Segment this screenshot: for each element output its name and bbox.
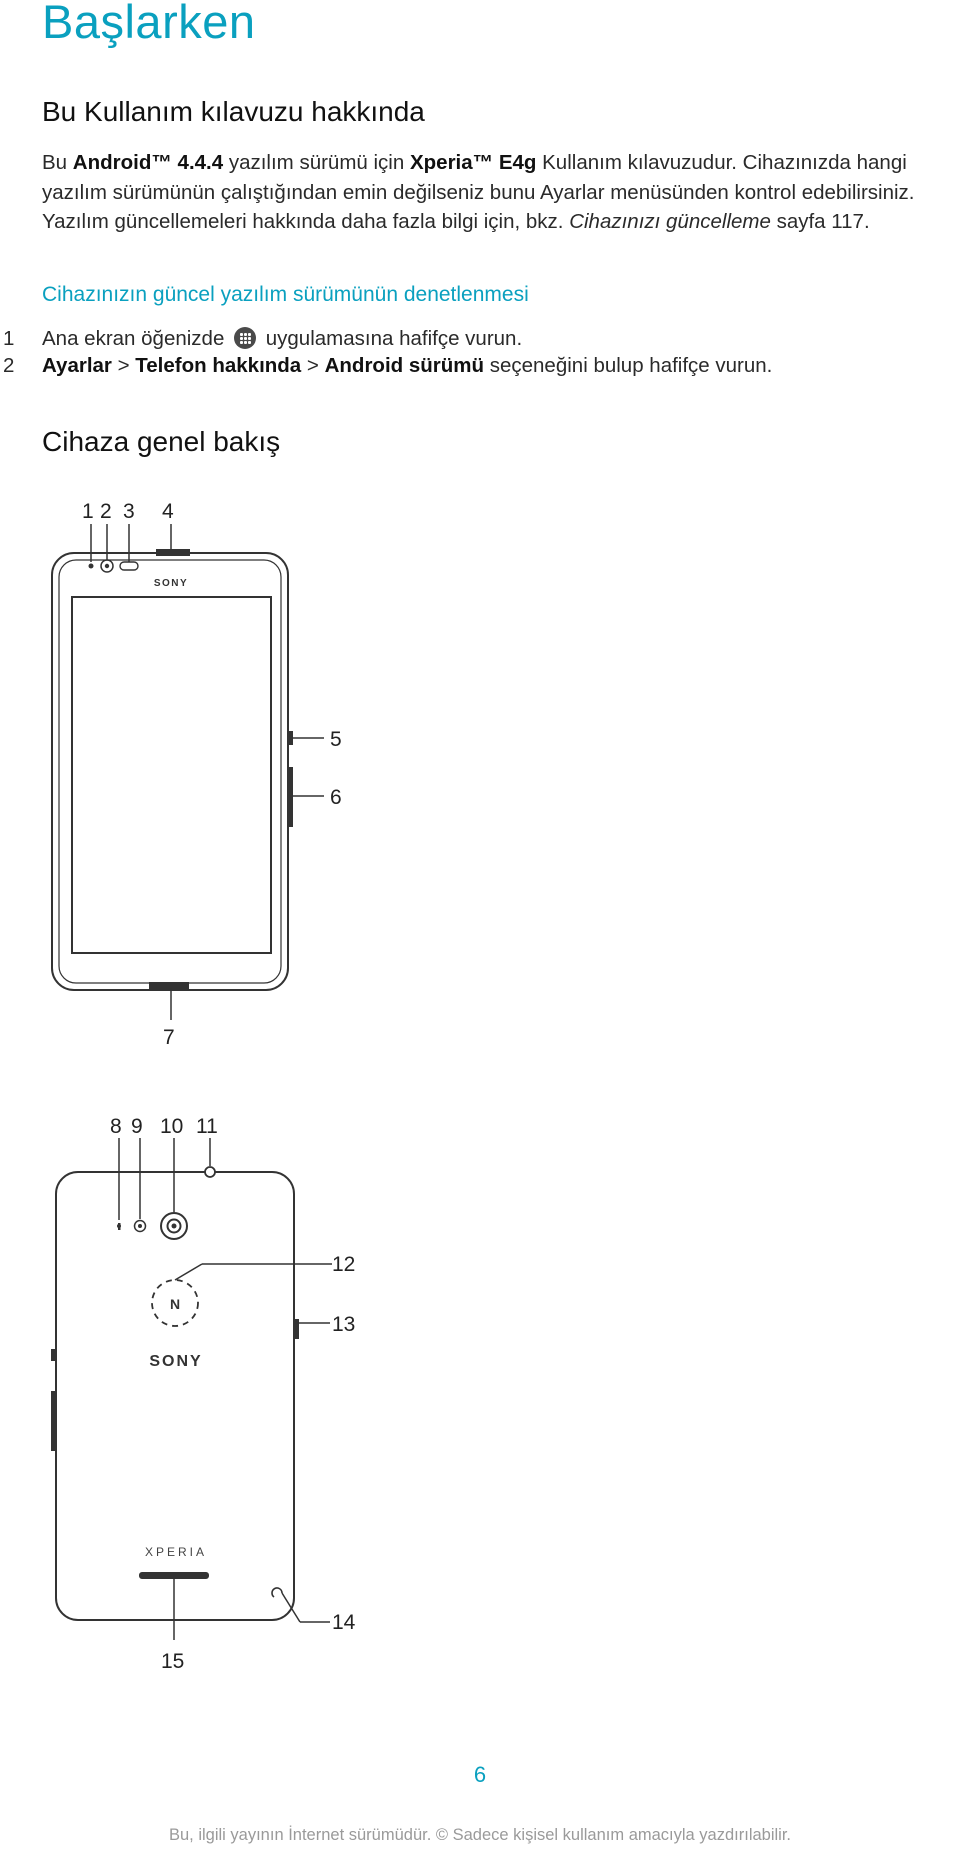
callout-1: 1 bbox=[82, 500, 94, 523]
about-phone-label: Telefon hakkında bbox=[135, 354, 302, 377]
settings-label: Ayarlar bbox=[42, 354, 112, 377]
apps-grid-icon bbox=[234, 327, 257, 349]
intro-paragraph: Bu Android™ 4.4.4 yazılım sürümü için Xp… bbox=[42, 148, 957, 237]
android-version-label: Android sürümü bbox=[324, 354, 485, 377]
callout-5: 5 bbox=[330, 728, 342, 751]
back-side-button bbox=[51, 1349, 57, 1361]
step-1: 1 Ana ekran öğenizde uygulamasına hafifçe… bbox=[0, 327, 522, 351]
section-title-device-overview: Cihaza genel bakış bbox=[42, 426, 281, 457]
page-number: 6 bbox=[473, 1762, 487, 1787]
back-model-logo: XPERIA bbox=[145, 1545, 207, 1559]
callout-15: 15 bbox=[161, 1650, 184, 1673]
intro-text-2: yazılım sürümü için bbox=[223, 151, 410, 174]
side-power-button bbox=[287, 731, 293, 745]
step-number: 2 bbox=[3, 354, 15, 377]
intro-text-4: sayfa 117. bbox=[770, 210, 870, 233]
notification-light bbox=[88, 563, 94, 569]
footer-note: Bu, ilgili yayının İnternet sürümüdür. ©… bbox=[168, 1826, 791, 1844]
back-loudspeaker bbox=[139, 1572, 209, 1579]
device-model: Xperia™ E4g bbox=[409, 151, 537, 174]
front-screen bbox=[71, 596, 272, 954]
phone-front-inner-edge bbox=[58, 559, 282, 984]
callout-11: 11 bbox=[196, 1115, 218, 1138]
callout-9: 9 bbox=[131, 1115, 143, 1138]
back-side-slot bbox=[293, 1319, 299, 1339]
chapter-title: Başlarken bbox=[42, 0, 256, 48]
callout-8: 8 bbox=[110, 1115, 122, 1138]
callout-13: 13 bbox=[332, 1313, 355, 1336]
subheading-check-version: Cihazınızın güncel yazılım sürümünün den… bbox=[42, 283, 529, 306]
callout-7: 7 bbox=[163, 1026, 175, 1049]
intro-text-1: Bu bbox=[42, 151, 73, 174]
callout-6: 6 bbox=[330, 786, 342, 809]
nfc-icon: N bbox=[170, 1296, 180, 1312]
main-camera bbox=[160, 1212, 188, 1240]
step-1-text-pre: Ana ekran öğenizde bbox=[42, 327, 231, 350]
side-volume-key bbox=[287, 767, 293, 827]
step-1-text-post: uygulamasına hafifçe vurun. bbox=[260, 327, 523, 350]
proximity-sensor bbox=[119, 561, 139, 571]
section-title-about-guide: Bu Kullanım kılavuzu hakkında bbox=[42, 96, 425, 127]
back-side-key bbox=[51, 1391, 57, 1451]
callout-12: 12 bbox=[332, 1253, 355, 1276]
front-bottom-speaker bbox=[149, 982, 189, 989]
separator: > bbox=[111, 354, 136, 377]
android-version: Android™ 4.4.4 bbox=[72, 151, 224, 174]
phone-front-body bbox=[51, 552, 289, 991]
back-camera-mic bbox=[133, 1219, 147, 1233]
separator: > bbox=[301, 354, 325, 377]
step-2-text-post: seçeneğini bulup hafifçe vurun. bbox=[484, 354, 773, 377]
callout-14: 14 bbox=[332, 1611, 356, 1634]
front-brand-logo: SONY bbox=[154, 578, 188, 589]
step-2: 2 Ayarlar > Telefon hakkında > Android sü… bbox=[0, 354, 772, 378]
earpiece bbox=[156, 549, 190, 556]
step-number: 1 bbox=[3, 327, 15, 350]
device-back-diagram: N SONY XPERIA 8 9 10 11 12 13 14 15 bbox=[51, 1115, 356, 1673]
back-brand-logo: SONY bbox=[149, 1353, 202, 1370]
headset-jack bbox=[204, 1166, 216, 1178]
callout-2: 2 bbox=[100, 500, 112, 523]
callout-3: 3 bbox=[123, 500, 135, 523]
callout-4: 4 bbox=[162, 500, 174, 523]
nfc-area bbox=[151, 1279, 199, 1327]
device-front-diagram: SONY 1 2 3 4 5 6 7 bbox=[51, 500, 342, 1049]
front-camera-lens bbox=[104, 563, 110, 569]
strap-hole bbox=[271, 1587, 283, 1598]
callout-10: 10 bbox=[160, 1115, 183, 1138]
intro-text-3: Kullanım kılavuzudur. Cihazınızda hangi … bbox=[42, 151, 915, 233]
update-reference-link[interactable]: Cihazınızı güncelleme bbox=[569, 210, 771, 233]
